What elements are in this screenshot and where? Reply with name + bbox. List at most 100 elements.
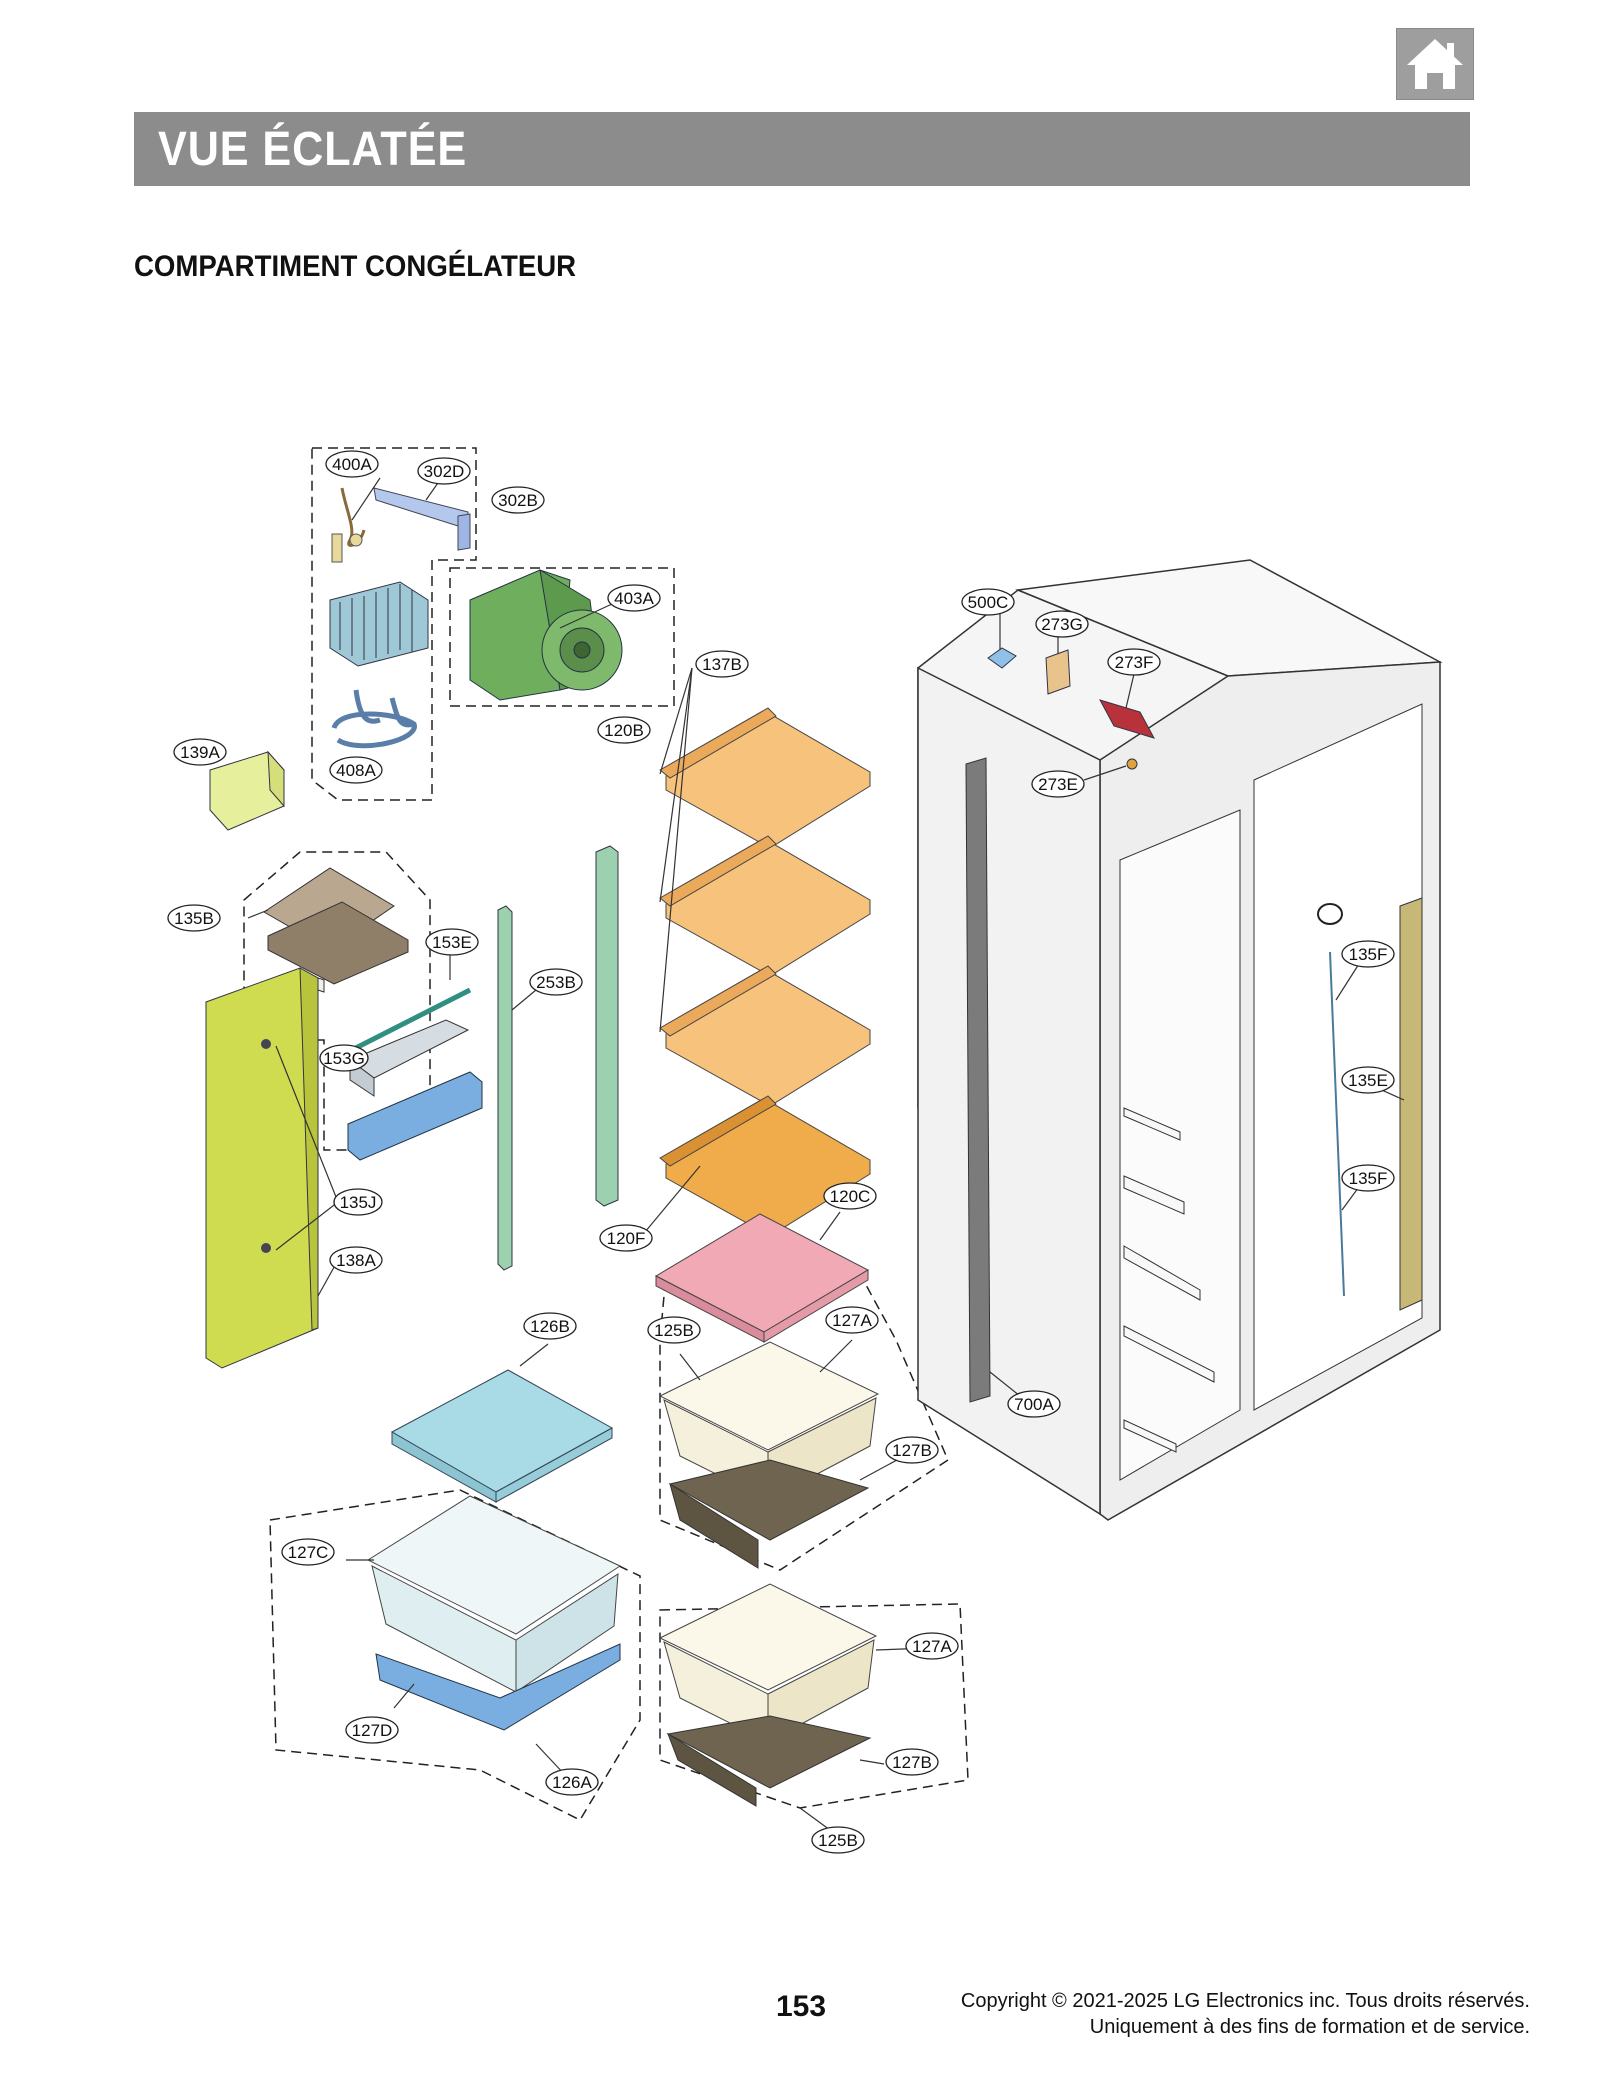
label-135B: 135B xyxy=(167,904,221,932)
shelf-120B-3 xyxy=(659,965,871,1107)
label-153E: 153E xyxy=(425,928,479,956)
shelf-120F xyxy=(659,1095,871,1237)
shelf-120B-1 xyxy=(659,707,871,849)
bin-127A-bottom xyxy=(658,1583,878,1743)
label-135J: 135J xyxy=(333,1188,383,1216)
svg-text:120F: 120F xyxy=(607,1229,646,1248)
part-blue-duct xyxy=(347,1071,483,1161)
part-137B xyxy=(469,569,623,701)
label-120C: 120C xyxy=(823,1182,877,1210)
tray-127B-top xyxy=(668,1459,870,1569)
svg-text:273E: 273E xyxy=(1038,775,1078,794)
label-139A: 139A xyxy=(173,738,227,766)
svg-text:408A: 408A xyxy=(336,761,376,780)
label-135F-top: 135F xyxy=(1341,940,1395,968)
svg-text:127B: 127B xyxy=(892,1441,932,1460)
copyright-line-1: Copyright © 2021-2025 LG Electronics inc… xyxy=(960,1990,1530,2012)
svg-text:126A: 126A xyxy=(552,1773,592,1792)
label-120B: 120B xyxy=(597,716,651,744)
svg-text:126B: 126B xyxy=(530,1317,570,1336)
tray-127B-bottom xyxy=(666,1715,872,1807)
home-icon xyxy=(1407,39,1463,89)
label-273F: 273F xyxy=(1107,648,1161,676)
svg-text:127A: 127A xyxy=(912,1637,952,1656)
label-125B-top: 125B xyxy=(647,1316,701,1344)
page-number: 153 xyxy=(776,1990,827,2023)
svg-text:135F: 135F xyxy=(1349,1169,1388,1188)
svg-text:700A: 700A xyxy=(1014,1395,1054,1414)
label-137B: 137B xyxy=(695,650,749,678)
part-evaporator xyxy=(329,581,429,667)
svg-text:125B: 125B xyxy=(818,1831,858,1850)
part-139A xyxy=(209,750,285,831)
svg-text:127A: 127A xyxy=(832,1311,872,1330)
home-button[interactable] xyxy=(1396,28,1474,100)
svg-text:500C: 500C xyxy=(968,593,1009,612)
label-127B-bottom: 127B xyxy=(885,1748,939,1776)
svg-text:273F: 273F xyxy=(1115,653,1154,672)
svg-text:127C: 127C xyxy=(288,1543,329,1562)
label-135F-bottom: 135F xyxy=(1341,1164,1395,1192)
svg-text:400A: 400A xyxy=(332,455,372,474)
svg-text:253B: 253B xyxy=(536,973,576,992)
svg-text:273G: 273G xyxy=(1041,615,1083,634)
part-400A xyxy=(331,487,366,563)
label-253B: 253B xyxy=(529,968,583,996)
tray-127D xyxy=(375,1643,621,1731)
copyright-notice: Copyright © 2021-2025 LG Electronics inc… xyxy=(961,1988,1530,2040)
group-outline-302B xyxy=(311,447,477,801)
label-302B: 302B xyxy=(491,486,545,514)
svg-text:138A: 138A xyxy=(336,1251,376,1270)
label-408A: 408A xyxy=(329,756,383,784)
part-302D xyxy=(373,487,471,551)
label-273G: 273G xyxy=(1035,610,1089,638)
label-135E: 135E xyxy=(1341,1066,1395,1094)
svg-text:137B: 137B xyxy=(702,655,742,674)
cabinet xyxy=(917,559,1443,1521)
group-outline-126A xyxy=(269,1489,641,1821)
shelf-120B-2 xyxy=(659,835,871,977)
page-title: VUE ÉCLATÉE xyxy=(158,123,468,176)
label-127A-bottom: 127A xyxy=(905,1632,959,1660)
label-125B-bottom: 125B xyxy=(811,1826,865,1854)
shelf-120C xyxy=(654,1213,870,1343)
svg-text:127D: 127D xyxy=(352,1721,393,1740)
label-126B: 126B xyxy=(523,1312,577,1340)
svg-text:153G: 153G xyxy=(323,1049,365,1068)
label-400A: 400A xyxy=(325,450,379,478)
svg-text:302B: 302B xyxy=(498,491,538,510)
svg-text:139A: 139A xyxy=(180,743,220,762)
label-153G: 153G xyxy=(319,1044,369,1072)
section-title: COMPARTIMENT CONGÉLATEUR xyxy=(134,250,577,283)
svg-text:135B: 135B xyxy=(174,909,214,928)
part-138A xyxy=(205,967,319,1369)
label-302D: 302D xyxy=(417,457,471,485)
part-153E xyxy=(338,987,472,1059)
label-127D: 127D xyxy=(345,1716,399,1744)
label-126A: 126A xyxy=(545,1768,599,1796)
svg-text:125B: 125B xyxy=(654,1321,694,1340)
group-outline-125B-bottom xyxy=(659,1603,969,1809)
label-127B-top: 127B xyxy=(885,1436,939,1464)
svg-text:135F: 135F xyxy=(1349,945,1388,964)
copyright-line-2: Uniquement à des fins de formation et de… xyxy=(1089,2016,1530,2038)
label-273E: 273E xyxy=(1031,770,1085,798)
label-127A-top: 127A xyxy=(825,1306,879,1334)
svg-text:403A: 403A xyxy=(614,589,654,608)
part-253B-left-rail xyxy=(497,905,513,1271)
cover-126B xyxy=(390,1369,614,1503)
part-408A xyxy=(331,689,417,749)
label-500C: 500C xyxy=(961,588,1015,616)
svg-text:127B: 127B xyxy=(892,1753,932,1772)
svg-text:120B: 120B xyxy=(604,721,644,740)
label-403A: 403A xyxy=(607,584,661,612)
group-outline-125B-top xyxy=(659,1273,949,1571)
svg-text:135J: 135J xyxy=(340,1193,377,1212)
title-banner: VUE ÉCLATÉE xyxy=(134,112,1470,186)
part-253B-right-rail xyxy=(595,845,619,1207)
part-labels: 400A 302D 302B 403A 137B 408A 139A 120B … xyxy=(167,450,1395,1854)
svg-text:153E: 153E xyxy=(432,933,472,952)
label-120F: 120F xyxy=(599,1224,653,1252)
label-138A: 138A xyxy=(329,1246,383,1274)
